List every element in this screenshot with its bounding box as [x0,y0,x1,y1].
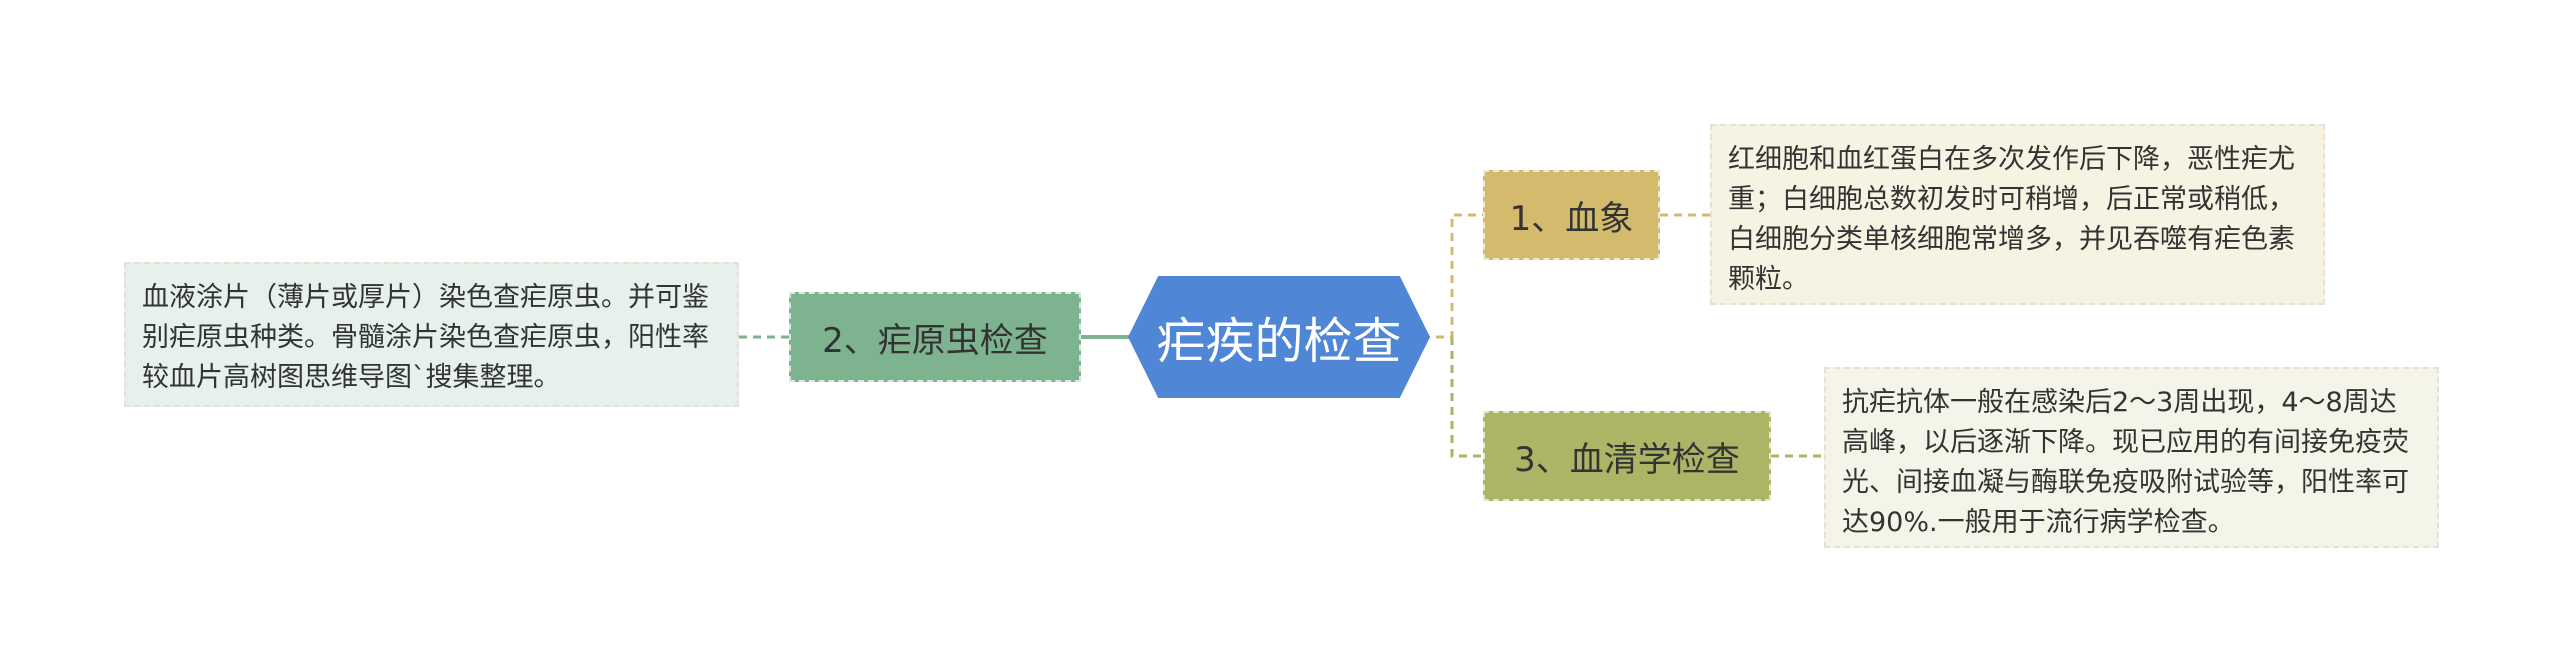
branch-label: 3、血清学检查 [1514,439,1740,480]
detail-text: 血液涂片（薄片或厚片）染色查疟原虫。并可鉴别疟原虫种类。骨髓涂片染色查疟原虫，阳… [142,282,709,393]
detail-node-parasite-test[interactable]: 血液涂片（薄片或厚片）染色查疟原虫。并可鉴别疟原虫种类。骨髓涂片染色查疟原虫，阳… [124,262,739,407]
branch-node-blood-picture[interactable]: 1、血象 [1483,170,1660,260]
root-node[interactable]: 疟疾的检查 [1128,276,1430,398]
detail-node-blood-picture[interactable]: 红细胞和血红蛋白在多次发作后下降，恶性疟尤重；白细胞总数初发时可稍增，后正常或稍… [1710,124,2325,305]
root-label: 疟疾的检查 [1156,312,1402,370]
detail-text: 红细胞和血红蛋白在多次发作后下降，恶性疟尤重；白细胞总数初发时可稍增，后正常或稍… [1728,144,2295,295]
detail-node-serology-test[interactable]: 抗疟抗体一般在感染后2～3周出现，4～8周达高峰，以后逐渐下降。现已应用的有间接… [1824,367,2439,548]
connector-root-to-branch-1 [1422,213,1483,339]
detail-text: 抗疟抗体一般在感染后2～3周出现，4～8周达高峰，以后逐渐下降。现已应用的有间接… [1842,387,2409,538]
branch-node-parasite-test[interactable]: 2、疟原虫检查 [789,292,1081,382]
branch-node-serology-test[interactable]: 3、血清学检查 [1483,411,1771,501]
branch-label: 2、疟原虫检查 [822,320,1048,361]
connector-root-to-branch-3 [1450,337,1483,458]
branch-label: 1、血象 [1509,198,1634,239]
